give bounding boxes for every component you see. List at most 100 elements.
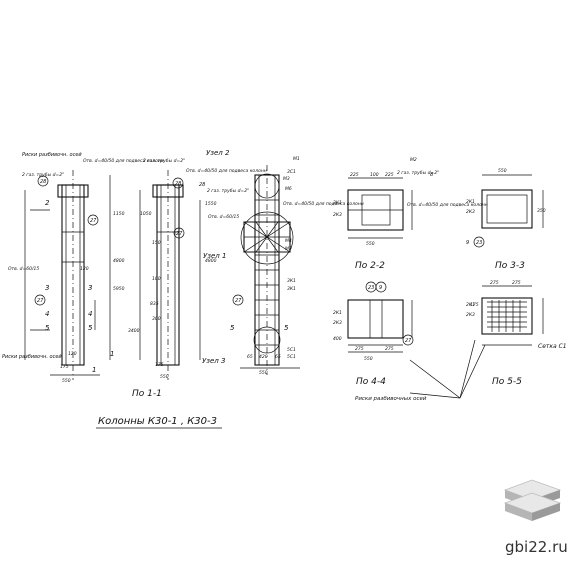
dim-550-a: 550 (62, 378, 71, 384)
code-m2: М2 (410, 157, 417, 163)
node-1-label: Узел 1 (203, 252, 226, 260)
dim-275-a: 275 (355, 346, 364, 352)
view-title-1-1: По 1-1 (132, 389, 162, 399)
mark-27-a: 27 (90, 218, 97, 224)
dim-5950: 5950 (113, 286, 125, 292)
dim-100: 100 (370, 172, 379, 178)
column-reinforcement (232, 165, 300, 375)
cut-label-2: 2 (45, 199, 50, 207)
dim-275-c: 275 (490, 280, 499, 286)
mark-23-b: 23 (476, 240, 482, 246)
note-hole-small-a: Отв. d=60/15 (8, 266, 39, 272)
column-elevation-left (24, 170, 111, 380)
cut-label-4b: 4 (88, 310, 92, 318)
dim-120-a: 120 (68, 351, 77, 357)
note-hole-b: Отв. d=40/50 для подвеса колонн (186, 168, 267, 174)
dim-120-b: 120 (80, 266, 89, 272)
note-pipes-a: 2 газ. трубы d=2" (22, 172, 64, 178)
code-m5: М5 (285, 246, 292, 252)
code-3k1-a: 3К1 (287, 286, 296, 292)
mark-23-a: 23 (368, 285, 374, 291)
mark-28-c: 28 (199, 182, 205, 188)
dim-65-a: 65 (247, 354, 253, 360)
dim-550-f: 550 (364, 356, 373, 362)
note-hole-d: Отв. d=40/50 для подвеса колонн (407, 202, 488, 208)
cut-label-5b: 5 (88, 324, 93, 332)
dim-225-b: 225 (385, 172, 394, 178)
note-risks-sections: Риски разбивочных осей (355, 396, 427, 402)
cut-label-3a: 3 (45, 284, 49, 292)
dim-150: 150 (152, 240, 161, 246)
dim-225-a: 225 (350, 172, 359, 178)
note-pipes-d: 2 газ. трубы d=2" (397, 170, 439, 176)
dim-835: 835 (150, 301, 159, 307)
note-hole-small-b: Отв. d=60/15 (208, 214, 239, 220)
dim-550-d: 550 (366, 241, 375, 247)
watermark-site: gbi22.ru (505, 538, 568, 556)
mark-8: 8 (430, 172, 433, 178)
view-title-3-3: По 3-3 (495, 261, 525, 271)
cut-label-1b: 1 (92, 366, 96, 374)
view-title-4-4: По 4-4 (356, 377, 386, 387)
watermark-logo-icon (503, 479, 562, 521)
view-title-2-2: По 2-2 (355, 261, 385, 271)
cut-label-3b: 3 (88, 284, 92, 292)
cut-label-5a: 5 (45, 324, 50, 332)
view-title-5-5: По 5-5 (492, 377, 522, 387)
node-2-label: Узел 2 (206, 149, 230, 157)
code-2k3-a: 2К3 (333, 212, 342, 218)
mark-27-d: 27 (235, 298, 242, 304)
section-4-4 (347, 281, 414, 353)
mark-9-a: 9 (379, 285, 382, 291)
code-m3: М3 (283, 176, 290, 182)
dim-1150: 1150 (113, 211, 125, 217)
dim-275-b: 275 (385, 346, 394, 352)
code-2k1-d: 2К1 (466, 302, 475, 308)
code-2k1-a: 2К1 (333, 200, 342, 206)
code-2k3-b: 2К3 (466, 209, 475, 215)
dim-275-d: 275 (512, 280, 521, 286)
drawing-caption: Колонны К30-1 , К30-3 (98, 416, 217, 427)
column-elevation-middle (139, 170, 201, 380)
code-3c1: 3С1 (287, 169, 296, 175)
code-m6: М6 (285, 186, 292, 192)
note-hole-a: Отв. d=40/50 для подвеса колонн (83, 158, 164, 164)
code-2k1-c: 2К1 (333, 310, 342, 316)
code-2k3-d: 2К3 (466, 312, 475, 318)
code-5c1-b: 5С1 (287, 354, 296, 360)
code-m4: М4 (285, 238, 292, 244)
cut-label-5d: 5 (284, 324, 289, 332)
mark-9-b: 9 (466, 240, 469, 246)
dim-550-e: 550 (498, 168, 507, 174)
dim-350: 350 (537, 208, 546, 214)
dim-550-b: 550 (160, 374, 169, 380)
dim-65-b: 65 (275, 354, 281, 360)
code-m1: М1 (293, 156, 300, 162)
mark-28-b: 28 (175, 181, 181, 187)
cut-label-4a: 4 (45, 310, 49, 318)
dim-175-c: 175 (470, 302, 479, 308)
code-3k1-b: 3К1 (287, 278, 296, 284)
code-5c1-a: 5С1 (287, 347, 296, 353)
note-grips-bottom: Риски разбивочн. осей (2, 354, 62, 360)
note-pipes-c: 2 газ. трубы d=2" (207, 188, 249, 194)
dim-420: 420 (259, 354, 268, 360)
leader-lines (409, 339, 486, 399)
dim-100-b: 100 (152, 276, 161, 282)
section-2-2 (347, 177, 413, 239)
mark-27-c: 27 (176, 231, 183, 237)
note-hole-c: Отв. d=40/50 для подвеса колонн (283, 201, 364, 207)
section-5-5 (481, 285, 544, 346)
note-mesh: Сетка С1 (538, 343, 567, 350)
dim-4800-b: 4800 (205, 258, 217, 264)
note-pipes-b: 2 газ. трубы d=2" (143, 158, 185, 164)
note-grips-top: Риски разбивочн. осей (22, 152, 82, 158)
dim-550-c: 550 (259, 370, 268, 376)
dim-175-b: 175 (155, 362, 164, 368)
dim-1550: 1550 (205, 201, 217, 207)
dim-400: 400 (333, 336, 342, 342)
node-3-label: Узел 3 (202, 357, 225, 365)
cut-label-5c: 5 (230, 324, 235, 332)
mark-27-b: 27 (37, 298, 44, 304)
